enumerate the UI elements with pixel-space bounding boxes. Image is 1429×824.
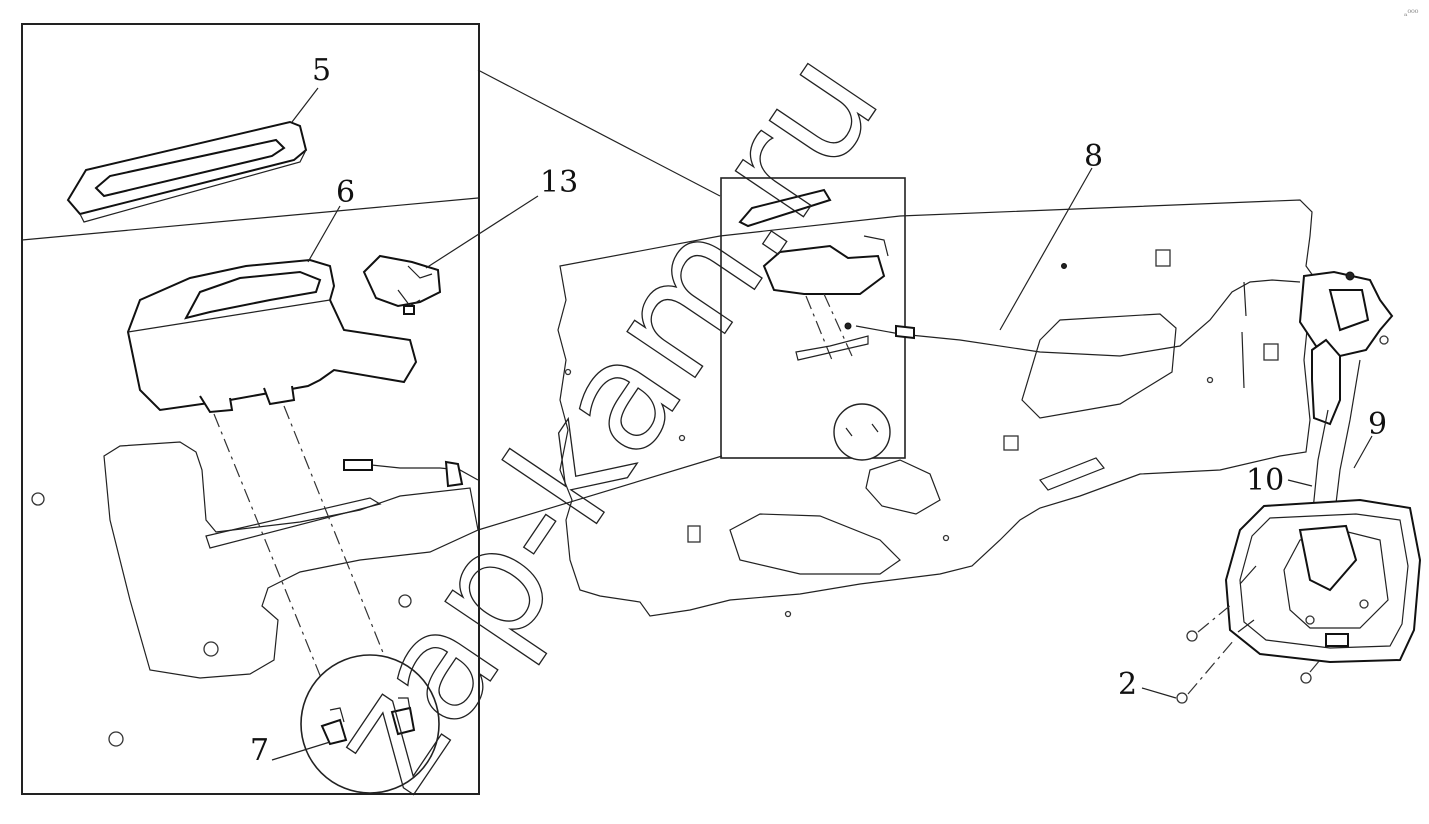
assembly-leader (213, 413, 331, 701)
inset-hole (31, 492, 45, 506)
panel-cutout (1021, 313, 1177, 419)
leader-2 (1141, 687, 1177, 699)
panel-rivet (1206, 376, 1214, 384)
panel-slot (1039, 457, 1105, 491)
rod-9 (1333, 359, 1361, 521)
inset-inner-panel (103, 441, 479, 679)
detail-reference-box (720, 177, 906, 461)
callout-10: 10 (1246, 463, 1284, 498)
leader-10 (1287, 479, 1313, 487)
leader-7 (271, 741, 331, 761)
outside-handle-housing (1224, 498, 1422, 664)
panel-outline (557, 199, 1317, 617)
callout-13: 13 (540, 165, 578, 200)
panel-square-hole (1155, 249, 1171, 267)
callout-7: 7 (250, 733, 269, 768)
magnify-link-bottom (477, 455, 723, 531)
mini-fastener-circle (833, 403, 891, 461)
part-2-nuts (1176, 603, 1321, 704)
leader-9 (1353, 435, 1373, 469)
panel-square-hole (1003, 435, 1019, 451)
panel-rib (1241, 281, 1247, 389)
inset-cable-end (343, 459, 479, 488)
panel-rivet (942, 534, 950, 542)
mini-switch (863, 235, 889, 257)
assembly-leader (283, 405, 399, 691)
magnify-link-top (477, 69, 721, 197)
part-6-handle-housing (126, 258, 418, 414)
callout-5: 5 (312, 53, 331, 88)
callout-6: 6 (336, 175, 355, 210)
mini-bracket (795, 335, 869, 361)
callout-8: 8 (1084, 139, 1103, 174)
inset-bracket (205, 497, 382, 549)
callout-9: 9 (1368, 407, 1387, 442)
panel-rivet (564, 368, 572, 376)
inset-panel-edge (21, 197, 479, 241)
panel-rivet (1061, 263, 1067, 269)
panel-cutout (865, 459, 941, 515)
panel-rivet (678, 434, 686, 442)
inset-hole (203, 641, 219, 657)
panel-rivet (784, 610, 792, 618)
part-7-fasteners (300, 654, 440, 794)
part-8-cable (855, 279, 1301, 357)
panel-square-hole (1263, 343, 1279, 361)
part-13-switch (362, 254, 442, 315)
mini-bezel (738, 188, 832, 228)
part-9-10-lock-assembly (1298, 270, 1394, 521)
rod-10 (1311, 409, 1329, 521)
part-5-bezel (66, 120, 308, 223)
inset-hole (108, 731, 124, 747)
leader-13 (425, 195, 539, 269)
detail-inset: 5 6 13 7 (21, 23, 578, 795)
panel-cutout (729, 513, 901, 575)
corner-mark: ₐ⁰⁰⁰ (1404, 9, 1419, 19)
panel-square-hole (687, 525, 701, 543)
mini-leader (805, 293, 853, 361)
callout-2: 2 (1118, 667, 1137, 702)
mini-handle (762, 244, 886, 295)
leader-6 (307, 205, 341, 263)
leader-8 (999, 167, 1093, 331)
inset-hole (398, 594, 412, 608)
leader-5 (291, 87, 319, 123)
door-inner-panel (557, 199, 1317, 618)
